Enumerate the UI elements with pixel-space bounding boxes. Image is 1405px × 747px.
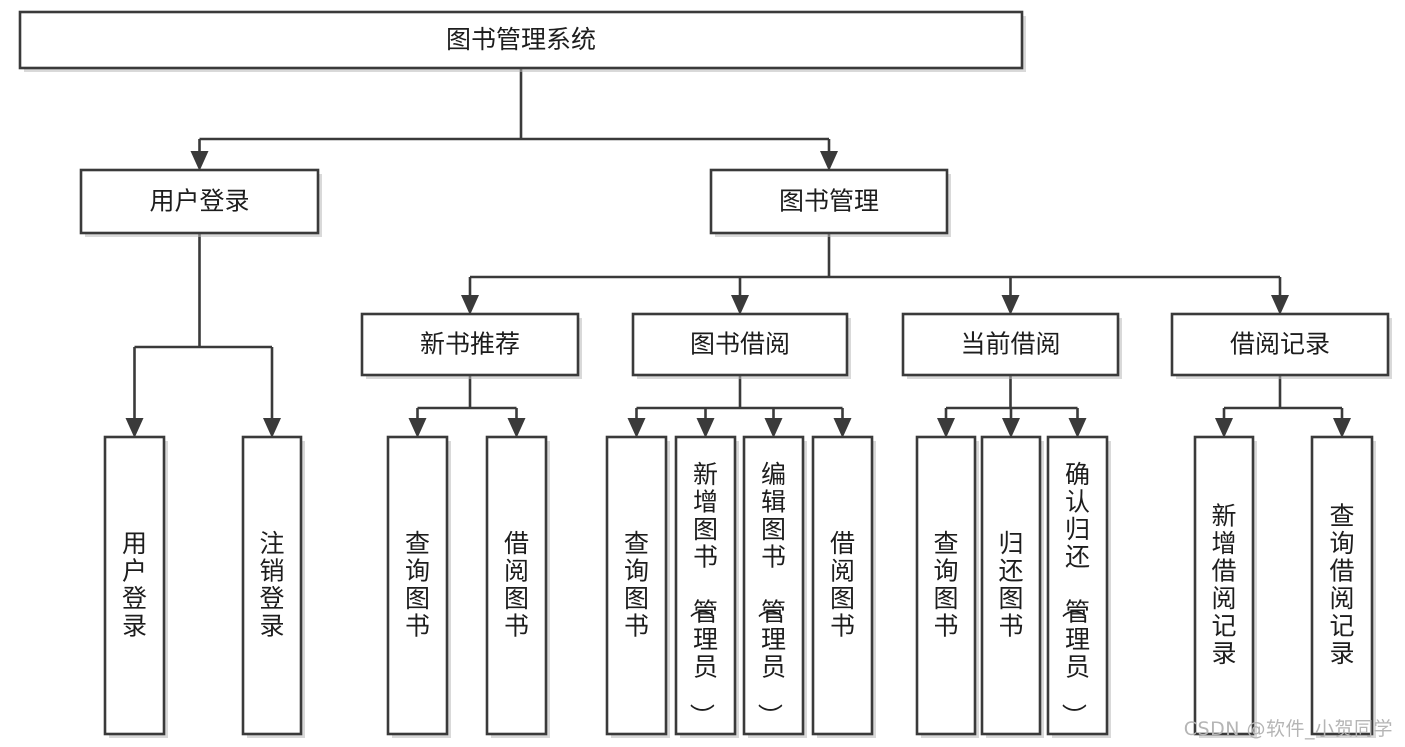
box-outline <box>1046 435 1109 736</box>
node-label: 归还图书 <box>998 529 1023 641</box>
node-leaf-confirm-return[interactable]: 确认归还（管理员） <box>1046 435 1111 738</box>
box-outline <box>79 168 320 235</box>
node-root-root[interactable]: 图书管理系统 <box>18 10 1026 72</box>
node-leaf-logout[interactable]: 注销登录 <box>241 435 305 738</box>
arrow-head <box>1001 295 1020 315</box>
arrow-head <box>696 418 715 438</box>
node-leaf-add-book[interactable]: 新增图书（管理员） <box>674 435 739 738</box>
node-leaf-borrow-book-1[interactable]: 借阅图书 <box>485 435 550 738</box>
node-leaf-query-book-1[interactable]: 查询图书 <box>386 435 451 738</box>
node-label: 借阅图书 <box>504 529 529 641</box>
box-outline <box>674 435 737 736</box>
box-outline <box>980 435 1042 736</box>
box-outline <box>742 435 805 736</box>
box-outline <box>485 435 548 736</box>
arrow-head <box>1271 295 1289 315</box>
node-user-login[interactable]: 用户登录 <box>79 168 322 237</box>
arrow-head <box>627 418 646 438</box>
arrow-head <box>125 418 144 438</box>
node-book-manage[interactable]: 图书管理 <box>709 168 951 237</box>
box-outline <box>103 435 166 736</box>
box-outline <box>709 168 949 235</box>
node-leaf-query-book-3[interactable]: 查询图书 <box>915 435 979 738</box>
node-label: 图书管理系统 <box>446 25 596 54</box>
box-outline <box>605 435 668 736</box>
box-outline <box>901 312 1120 377</box>
box-outline <box>1193 435 1255 736</box>
box-outline <box>1170 312 1390 377</box>
arrow-head <box>731 295 749 315</box>
node-label: 编辑图书（管理员） <box>755 460 786 728</box>
arrow-head <box>833 418 852 438</box>
arrow-head <box>937 418 955 438</box>
node-leaf-borrow-book-2[interactable]: 借阅图书 <box>811 435 876 738</box>
node-label: 当前借阅 <box>960 330 1060 359</box>
node-leaf-return-book[interactable]: 归还图书 <box>980 435 1044 738</box>
box-outline <box>1310 435 1374 736</box>
node-leaf-user-login[interactable]: 用户登录 <box>103 435 168 738</box>
box-outline <box>360 312 580 377</box>
arrow-head <box>1215 418 1233 438</box>
node-new-book-rec[interactable]: 新书推荐 <box>360 312 582 379</box>
box-outline <box>631 312 849 377</box>
node-label: 借阅记录 <box>1230 330 1330 359</box>
arrow-head <box>820 151 838 171</box>
node-label: 新增借阅记录 <box>1211 501 1236 668</box>
node-label: 查询图书 <box>933 529 958 641</box>
node-leaf-edit-book[interactable]: 编辑图书（管理员） <box>742 435 807 738</box>
box-outline <box>811 435 874 736</box>
node-label: 查询图书 <box>624 529 649 641</box>
arrow-head <box>1333 418 1351 438</box>
arrow-head <box>1068 418 1087 438</box>
node-label: 新增图书（管理员） <box>687 460 718 728</box>
arrow-head <box>263 418 281 438</box>
box-outline <box>241 435 303 736</box>
node-label: 用户登录 <box>149 187 249 216</box>
node-label: 注销登录 <box>259 529 284 641</box>
arrow-head <box>507 418 526 438</box>
node-current-borrow[interactable]: 当前借阅 <box>901 312 1122 379</box>
arrow-head <box>461 295 479 315</box>
connector-edges <box>125 68 1351 438</box>
box-outline <box>915 435 977 736</box>
csdn-watermark: CSDN @软件_小贺同学 <box>1183 718 1393 740</box>
box-outline <box>18 10 1024 70</box>
arrow-head <box>408 418 427 438</box>
node-label: 图书借阅 <box>690 330 790 359</box>
box-outline <box>386 435 449 736</box>
arrow-head <box>1002 418 1020 438</box>
node-label: 确认归还（管理员） <box>1059 460 1090 728</box>
node-leaf-add-record[interactable]: 新增借阅记录 <box>1193 435 1257 738</box>
arrow-head <box>764 418 783 438</box>
node-label: 用户登录 <box>122 529 147 641</box>
node-label: 查询借阅记录 <box>1329 501 1354 668</box>
node-leaf-query-record[interactable]: 查询借阅记录 <box>1310 435 1376 738</box>
node-label: 图书管理 <box>779 187 879 216</box>
node-boxes: 图书管理系统用户登录图书管理新书推荐图书借阅当前借阅借阅记录用户登录注销登录查询… <box>18 10 1392 738</box>
node-label: 借阅图书 <box>830 529 855 641</box>
node-label: 查询图书 <box>405 529 430 641</box>
arrow-head <box>190 151 209 171</box>
node-leaf-query-book-2[interactable]: 查询图书 <box>605 435 670 738</box>
node-book-borrow[interactable]: 图书借阅 <box>631 312 851 379</box>
node-label: 新书推荐 <box>420 330 520 359</box>
node-borrow-record[interactable]: 借阅记录 <box>1170 312 1392 379</box>
